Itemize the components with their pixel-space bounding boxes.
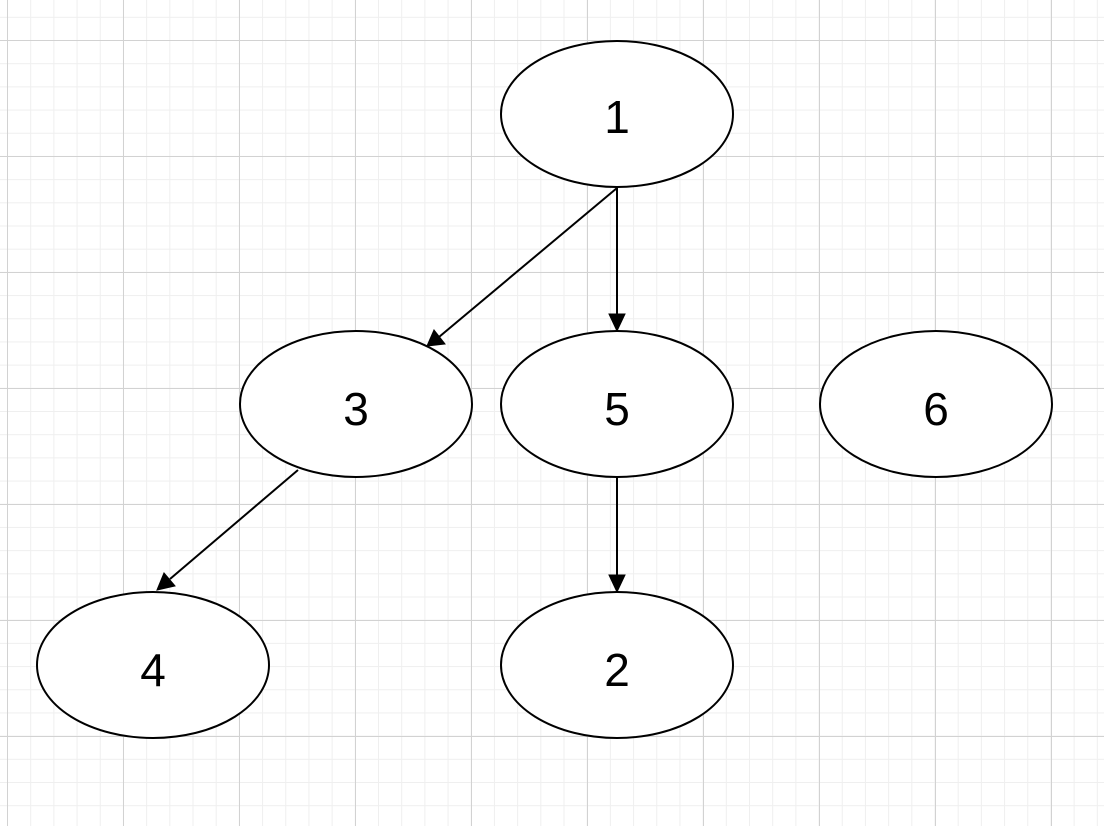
node-label: 5 (604, 383, 630, 435)
node-label: 3 (343, 383, 369, 435)
node-4[interactable]: 4 (36, 591, 270, 739)
edge-3-4[interactable] (156, 469, 299, 591)
node-label: 2 (604, 644, 630, 696)
node-3[interactable]: 3 (239, 330, 473, 478)
node-label: 1 (604, 91, 630, 143)
node-label: 4 (140, 644, 166, 696)
node-2[interactable]: 2 (500, 591, 734, 739)
edge-5-2[interactable] (608, 478, 626, 594)
edge-1-5[interactable] (608, 188, 626, 333)
node-6[interactable]: 6 (819, 330, 1053, 478)
node-label: 6 (923, 383, 949, 435)
node-1[interactable]: 1 (500, 40, 734, 188)
edge-1-3[interactable] (426, 187, 618, 347)
node-5[interactable]: 5 (500, 330, 734, 478)
